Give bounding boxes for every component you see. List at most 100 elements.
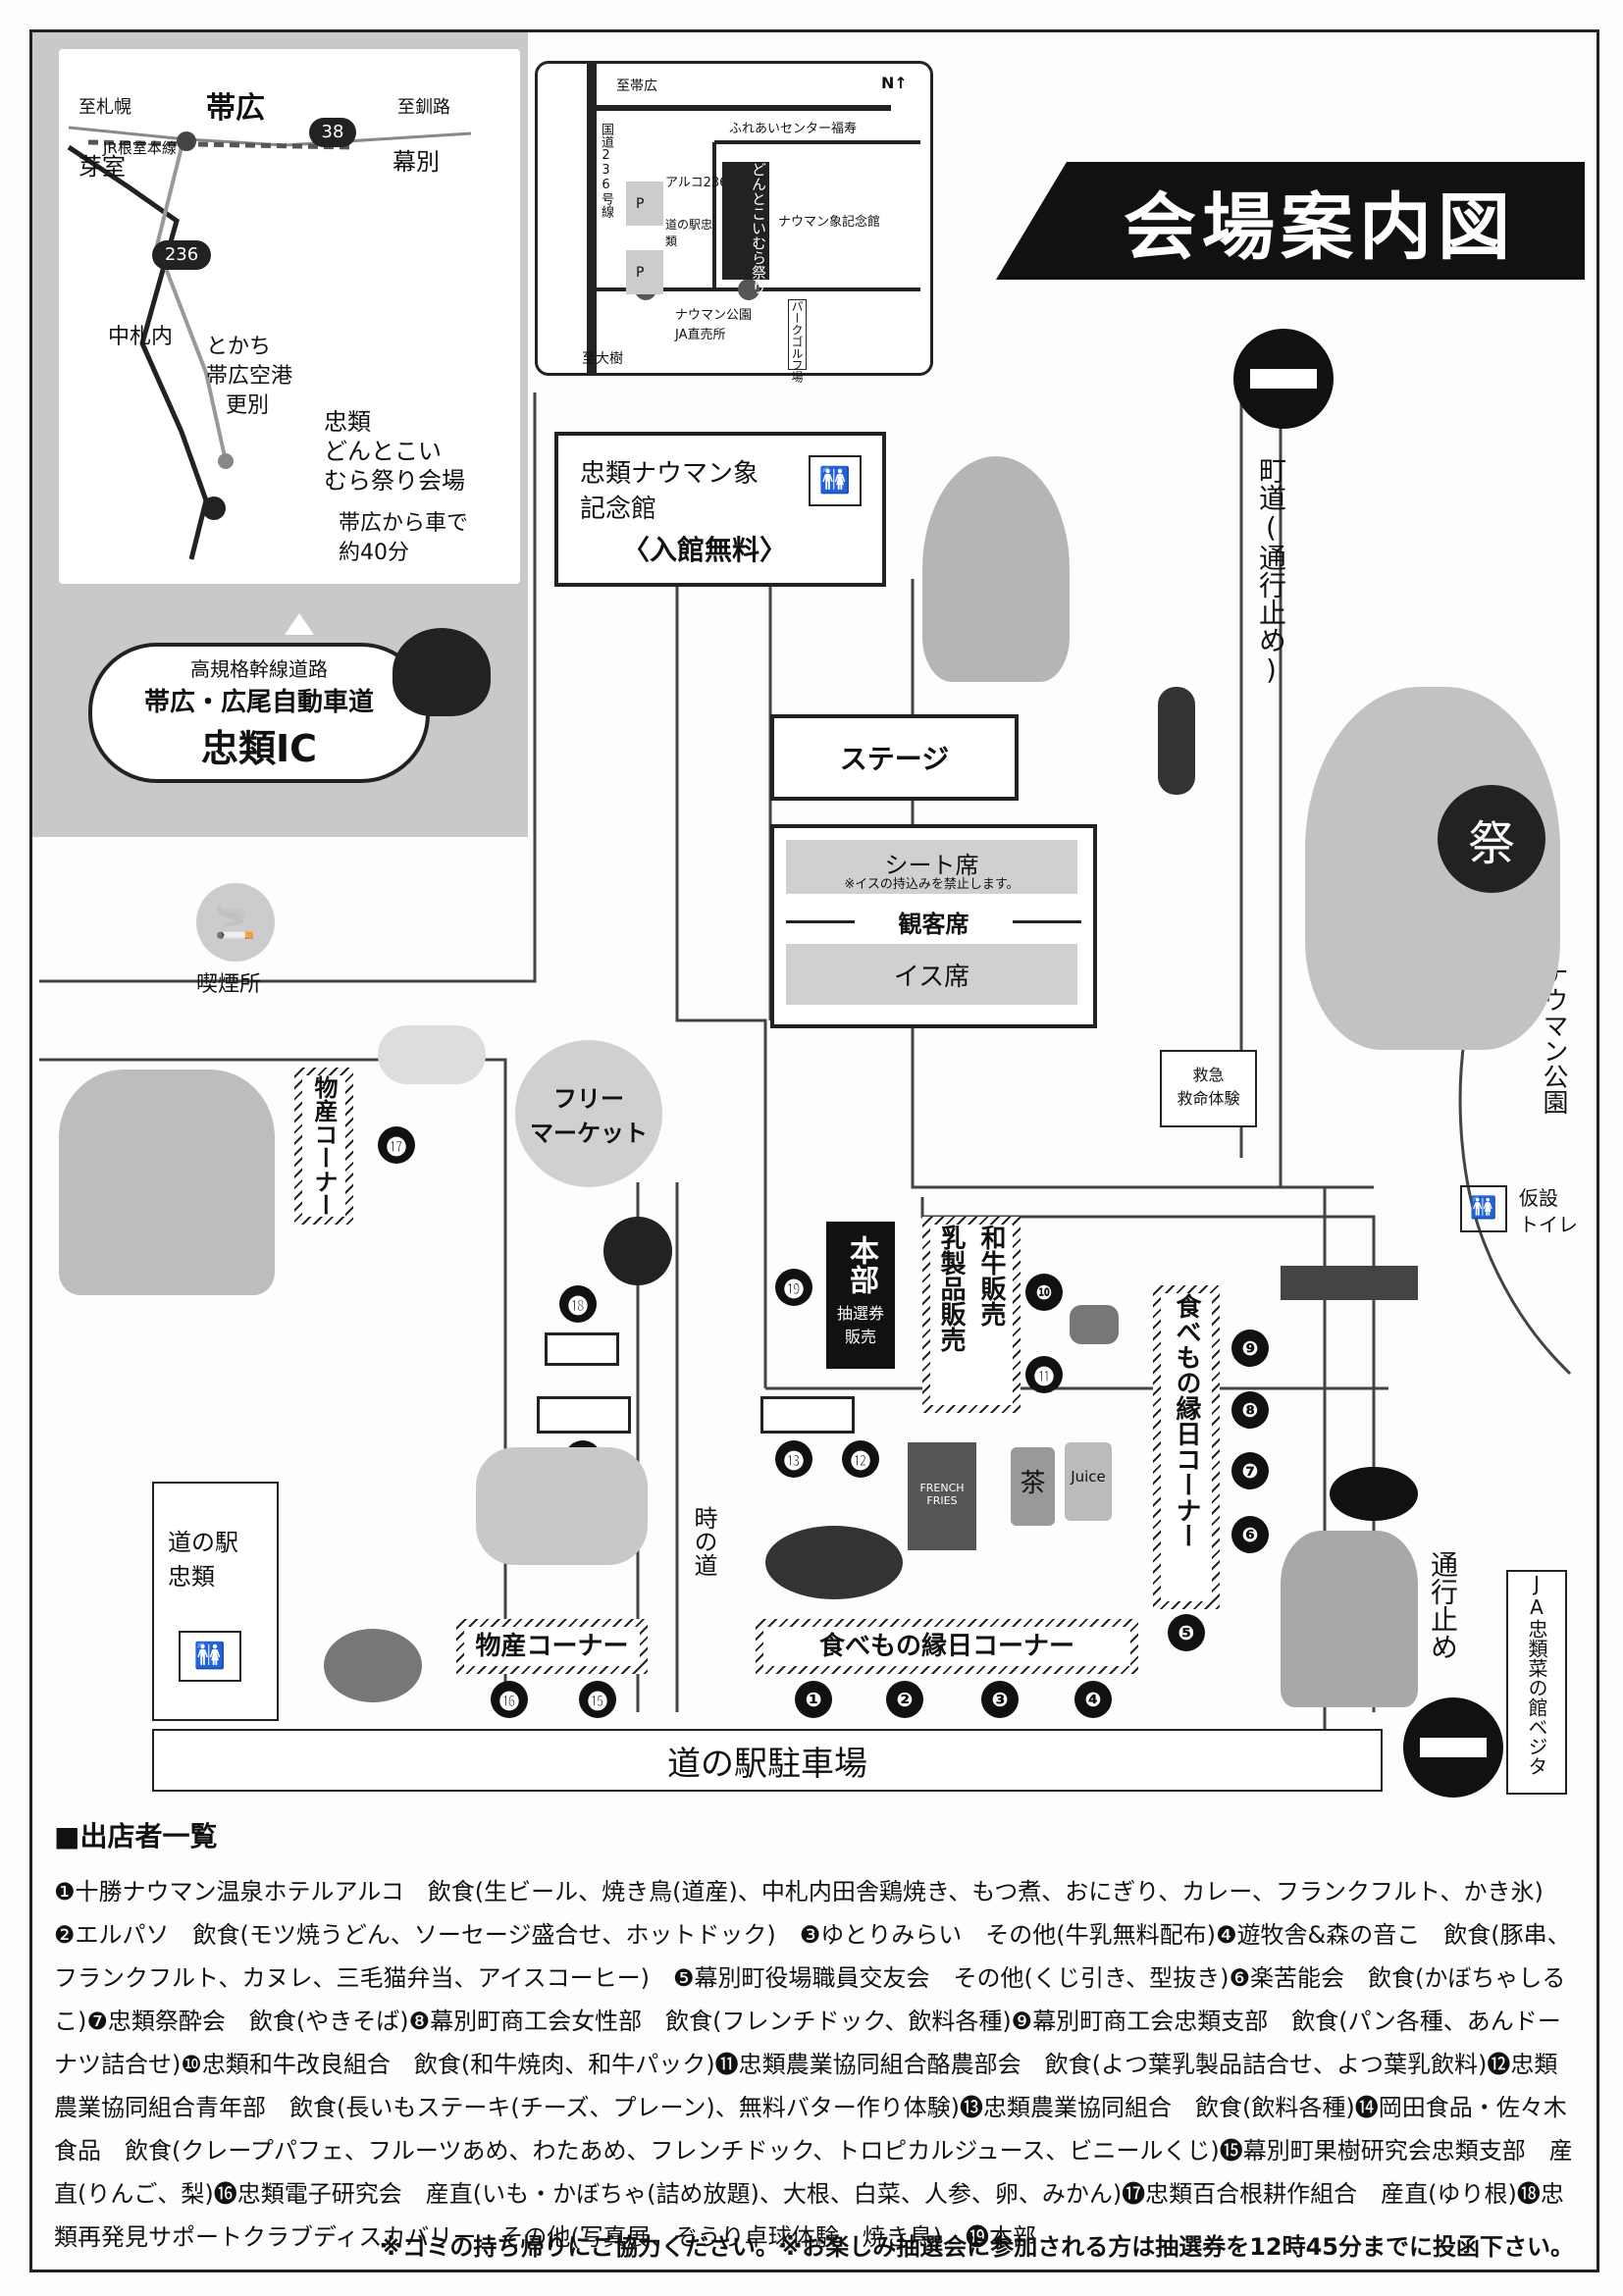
toilet-icon: 🚻 [179,1631,241,1682]
booth-18-stall [545,1332,619,1366]
route-236-label: 国道236号線 [599,123,613,218]
pumpkin-icon [324,1629,422,1702]
booth-10: ❿ [1025,1274,1063,1311]
title-banner: 会場案内図 [996,162,1585,280]
north-arrow-icon: N↑ [881,74,908,92]
audience-area: シート席 ※イスの持込みを禁止します。 観客席 イス席 [770,824,1097,1028]
booth-1: ❶ [795,1681,832,1718]
place-kushiro: 至釧路 [397,97,450,118]
food-corner-vertical-label: 食べもの縁日コーナー [1161,1293,1212,1601]
jr-line-label: JR根室本線 [103,139,177,157]
fries-text-2: FRIES [926,1494,958,1507]
cow-icon [1070,1305,1119,1344]
to-taiki: 至大樹 [582,351,623,367]
sheet-seat-label: シート席 [884,852,979,879]
footer-note: ※ゴミの持ち帰りにご協力ください。※お楽しみ抽選会に参加される方は抽選券を12時… [380,2233,1574,2261]
flea-market: フリー マーケット [515,1040,662,1187]
booth-15: ⓯ [579,1681,616,1718]
dairy-label: 乳製品販売 [936,1225,966,1352]
curry-plate-icon [765,1526,903,1599]
booth-11: ⓫ [1025,1356,1063,1393]
toilet-icon: 🚻 [809,455,862,506]
booth-2: ❷ [886,1681,923,1718]
booth-12-13-stall [760,1396,855,1434]
place-makubetsu: 幕別 [393,148,440,176]
first-aid-line1: 救急 [1192,1066,1225,1084]
sheet-seat-note: ※イスの持込みを禁止します。 [844,877,1020,892]
festival-fan-icon: 祭 [1438,785,1545,893]
first-aid: 救急 救命体験 [1160,1050,1257,1127]
booth-6: ❻ [1231,1516,1269,1553]
museum-box: 忠類ナウマン象 記念館 〈入館無料〉 🚻 [554,432,886,587]
juice-can-icon: Juice [1065,1442,1112,1521]
to-obihiro: 至帯広 [616,78,657,94]
michinoeki-line1: 道の駅 [168,1529,238,1556]
place-memuro: 芽室 [79,153,126,181]
chuurui-ic-callout: 高規格幹線道路 帯広・広尾自動車道 忠類IC [88,643,430,783]
page-frame [29,29,1599,2272]
road-closed-label: 通行止め [1427,1550,1459,1660]
access-route-lines [67,126,472,560]
no-entry-sign-south [1403,1697,1503,1798]
place-sapporo: 至札幌 [79,97,131,118]
no-entry-sign-north [1233,329,1334,429]
chair-seat: イス席 [786,944,1077,1005]
booth-16: ⓰ [491,1681,528,1718]
venue-label-2: どんとこい [324,438,442,465]
food-corner-vertical: 食べもの縁日コーナー [1153,1285,1220,1609]
booth-12: ⓬ [842,1440,879,1478]
french-fries-icon: FRENCH FRIES [908,1442,976,1550]
smoking-label: 喫煙所 [196,972,262,997]
parking-p1: P [636,196,645,212]
local-nauman-park: ナウマン公園 [675,308,753,323]
wagyu-label: 和牛販売 [976,1225,1006,1327]
food-corner-horizontal: 食べもの縁日コーナー [756,1619,1138,1674]
products-corner-vertical-label: 物産コーナー [302,1075,345,1217]
vendor-list: ■出店者一覧 ❶十勝ナウマン温泉ホテルアルコ 飲食(生ビール、焼き鳥(道産)、中… [54,1815,1575,2259]
local-michinoeki: 道の駅忠類 [665,218,713,248]
michinoeki-parking: 道の駅駐車場 [152,1729,1383,1792]
smoking-icon: 🚬 [196,883,275,962]
soup-bowl-icon [1330,1467,1418,1521]
access-map: 至札幌 帯広 至釧路 芽室 幕別 JR根室本線 38 236 中札内 とかち 帯… [59,49,520,584]
ja-vegetable-shop: JA忠類菜の館ベジタ [1506,1570,1567,1795]
venue-label-3: むら祭り会場 [324,467,465,495]
local-museum: ナウマン象記念館 [778,215,881,230]
first-aid-line2: 救命体験 [1177,1089,1240,1108]
toilet-icon: 🚻 [1460,1185,1507,1232]
sheet-seat-area: シート席 ※イスの持込みを禁止します。 [786,840,1077,894]
booth-8: ❽ [1231,1391,1269,1429]
food-corner-horizontal-label: 食べもの縁日コーナー [763,1627,1130,1666]
family-illustration [1281,1531,1418,1707]
place-airport: 帯広空港 [206,364,293,389]
route-38-badge: 38 [309,118,356,147]
audience-label: 観客席 [774,905,1093,939]
callout-pointer [285,613,314,635]
booth-13: ⓭ [775,1440,812,1478]
museum-name-1: 忠類ナウマン象 [580,459,759,489]
page-title: 会場案内図 [1124,184,1516,270]
stage: ステージ [770,714,1019,801]
temp-toilet-line2: トイレ [1519,1213,1578,1236]
museum-name-2: 記念館 [580,495,657,524]
local-golf: パークゴルフ場 [788,299,807,383]
town-road-closed-label: 町道(通行止め) [1255,456,1287,686]
route-236-badge: 236 [152,240,211,270]
local-map-roads [587,64,920,373]
products-corner-horizontal-label: 物産コーナー [464,1627,640,1666]
vendor-list-heading: ■出店者一覧 [54,1820,218,1852]
booth-3: ❸ [981,1681,1019,1718]
ic-name: 忠類IC [200,727,318,770]
bird-mascot-icon [393,628,491,716]
flea-market-line2: マーケット [530,1120,648,1147]
place-obihiro: 帯広 [206,91,265,126]
table-tennis-paddle-icon [603,1217,672,1285]
local-map: 至帯広 N↑ ふれあいセンター福寿 アルコ236 国道236号線 P P 道の駅… [535,61,933,383]
temp-toilet-line1: 仮設 [1519,1186,1558,1210]
booth-17: ⓱ [378,1126,415,1164]
drive-time-1: 帯広から車で [339,511,469,536]
lottery-line1: 抽選券 [836,1304,884,1323]
place-tokachi: とかち [206,335,272,359]
wagyu-dairy-stall: 和牛販売 乳製品販売 [922,1217,1021,1413]
booth-5: ❺ [1168,1614,1205,1651]
